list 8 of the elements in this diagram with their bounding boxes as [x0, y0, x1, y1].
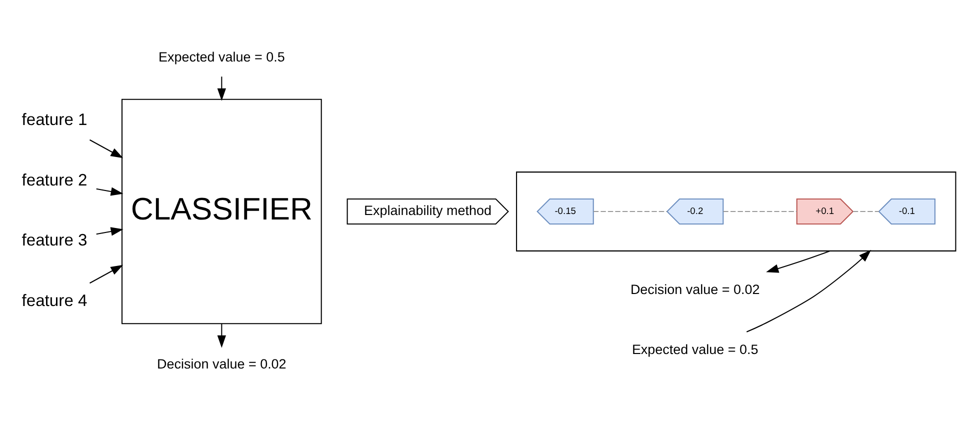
node-text: feature 4 — [22, 290, 88, 310]
node-text: feature 3 — [22, 230, 88, 250]
node-text: Expected value = 0.5 — [632, 342, 758, 357]
node-text: feature 2 — [22, 170, 88, 189]
node-text: feature 1 — [22, 110, 88, 129]
node-text: Decision value = 0.02 — [157, 356, 286, 372]
node-text: Decision value = 0.02 — [630, 281, 760, 296]
node-text: Expected value = 0.5 — [158, 48, 285, 64]
